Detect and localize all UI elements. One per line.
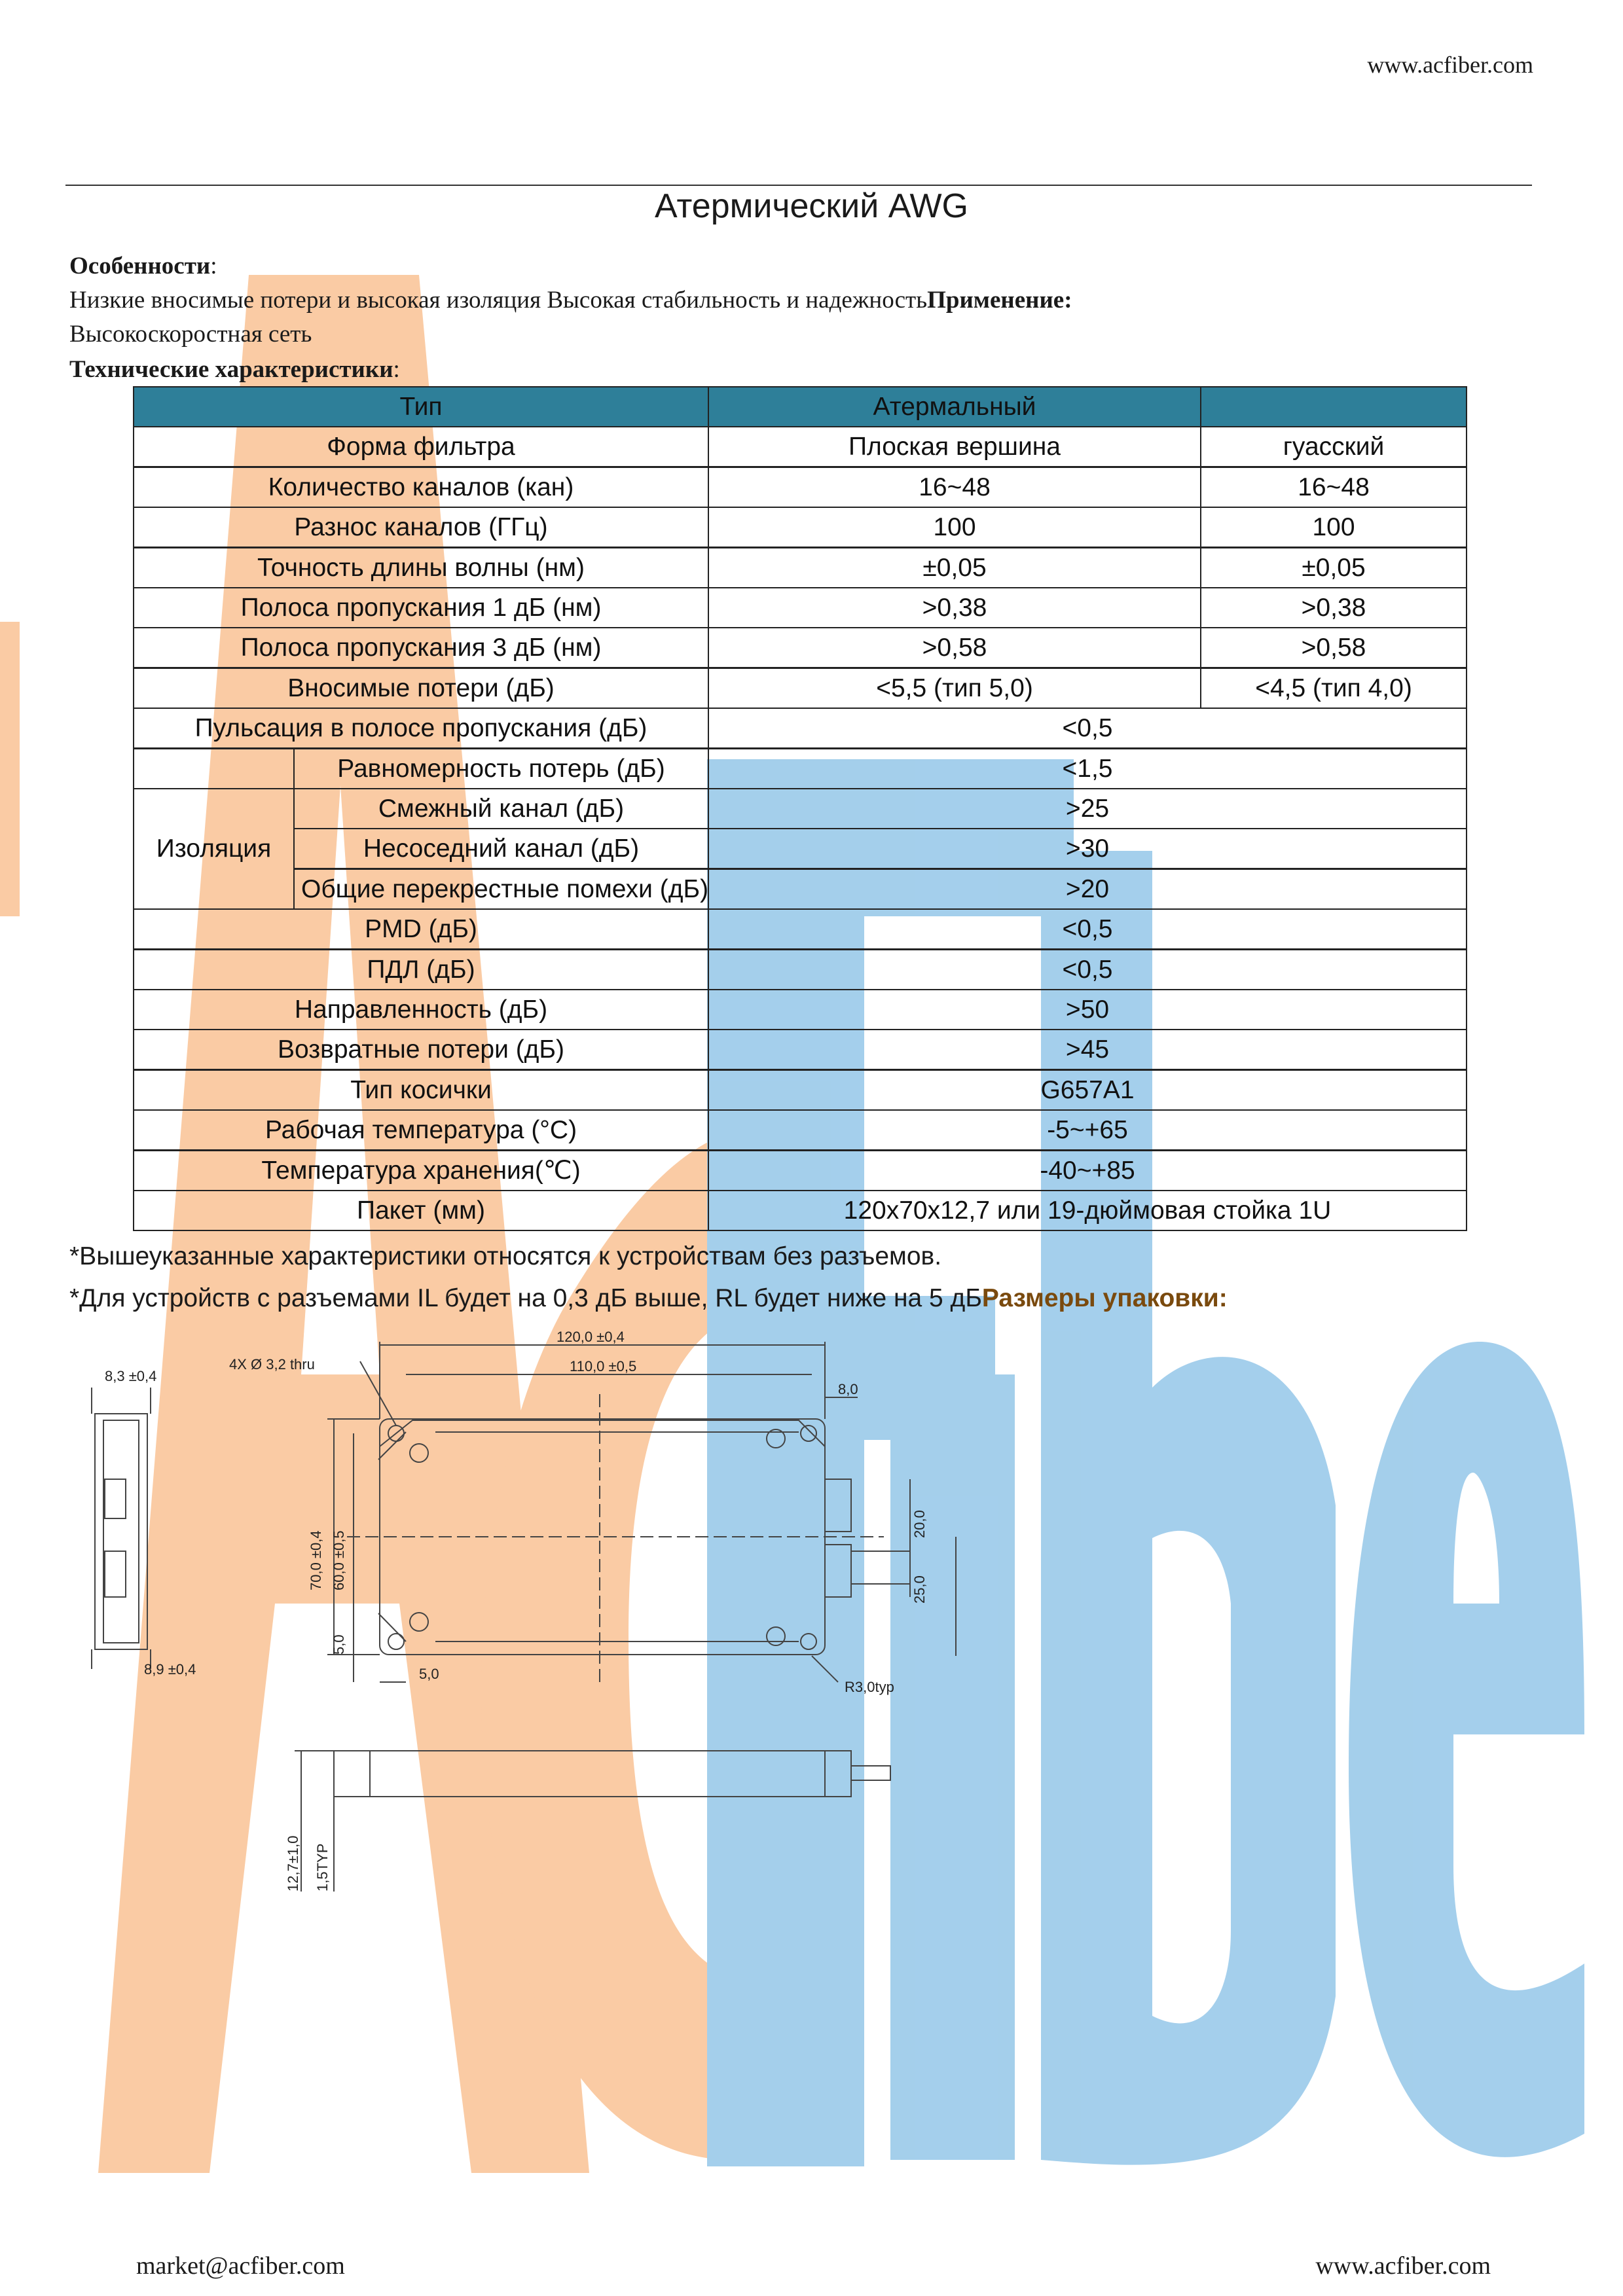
spec-heading: Технические характеристики: [69,356,400,383]
features-heading: Особенности: [69,253,217,279]
table-cell: -5~+65 [708,1109,1467,1151]
dim-right-gap: 8,0 [838,1381,858,1397]
table-header-cell [1200,386,1467,427]
table-row-label: Вносимые потери (дБ) [133,668,709,709]
table-cell: 100 [1200,507,1467,548]
table-row-label: Температура хранения(℃) [133,1150,709,1191]
table-row-label: Полоса пропускания 1 дБ (нм) [133,587,709,628]
dim-thickness: 8,3 ±0,4 [105,1368,156,1384]
table-row-label: Тип косички [133,1069,709,1111]
footer-email: market@acfiber.com [136,2252,345,2280]
dim-side-height: 12,7±1,0 [285,1836,301,1892]
table-cell: <0,5 [708,949,1467,990]
note-no-connector: *Вышеуказанные характеристики относятся … [69,1242,942,1270]
table-row-label: Полоса пропускания 3 дБ (нм) [133,627,709,668]
table-cell: гуасский [1200,426,1467,467]
table-row-label: Форма фильтра [133,426,709,467]
table-cell: >30 [708,828,1467,869]
table-cell: ±0,05 [708,547,1201,588]
fiber-pigtail [850,1551,911,1585]
table-cell: >45 [708,1029,1467,1070]
mount-hole [800,1425,817,1442]
side-view-bottom [333,1750,852,1797]
table-cell: -40~+85 [708,1150,1467,1191]
table-row-label: Направленность (дБ) [133,989,709,1030]
table-cell: >0,38 [708,587,1201,628]
table-row-label: Разнос каналов (ГГц) [133,507,709,548]
table-cell: >25 [708,788,1467,829]
table-cell: <1,5 [708,748,1467,789]
table-row-label: Несоседний канал (дБ) [293,828,709,869]
table-row-label: Смежный канал (дБ) [293,788,709,829]
dim-side-offset: 1,5TYP [314,1844,331,1892]
header-divider [65,185,1532,186]
table-cell: 16~48 [1200,467,1467,508]
table-cell: <5,5 (тип 5,0) [708,668,1201,709]
dim-fiber-upper: 20,0 [911,1510,928,1538]
mount-hole [800,1633,817,1650]
dim-inner-length: 110,0 ±0,5 [570,1358,636,1374]
table-cell: 16~48 [708,467,1201,508]
table-row-label: Возвратные потери (дБ) [133,1029,709,1070]
table-cell: 100 [708,507,1201,548]
table-cell: >0,58 [1200,627,1467,668]
dim-total-length: 120,0 ±0,4 [556,1329,625,1345]
note-connector: *Для устройств с разъемами IL будет на 0… [69,1284,1228,1312]
application-label: Применение: [927,287,1072,314]
table-cell: ±0,05 [1200,547,1467,588]
features-text: Низкие вносимые потери и высокая изоляци… [69,287,1072,314]
table-cell: <4,5 (тип 4,0) [1200,668,1467,709]
dim-height-inner: 60,0 ±0,5 [331,1530,347,1590]
application-text: Высокоскоростная сеть [69,321,312,348]
table-row-label: ПДЛ (дБ) [133,949,709,990]
mount-hole [388,1633,405,1650]
dim-corner-radius: R3,0typ [845,1679,894,1695]
table-cell: <0,5 [708,708,1467,749]
isolation-label: Изоляция [133,788,295,910]
footer-url: www.acfiber.com [1315,2252,1491,2280]
table-row-label: Точность длины волны (нм) [133,547,709,588]
dim-holes: 4X Ø 3,2 thru [229,1356,315,1372]
table-row-label: Равномерность потерь (дБ) [293,748,709,789]
dim-bottom-offset: 5,0 [331,1634,347,1655]
table-cell: >0,58 [708,627,1201,668]
table-cell: <0,5 [708,908,1467,950]
table-row-label: Общие перекрестные помехи (дБ) [293,869,709,910]
table-cell: >20 [708,869,1467,910]
table-cell: >0,38 [1200,587,1467,628]
package-drawing: 120,0 ±0,4 110,0 ±0,5 4X Ø 3,2 thru 8,3 … [91,1329,957,1892]
table-row-label: Количество каналов (кан) [133,467,709,508]
dimensions-label: Размеры упаковки: [981,1284,1228,1312]
header-url: www.acfiber.com [1367,52,1533,78]
dim-height-total: 70,0 ±0,4 [308,1530,324,1590]
dim-fiber-lower: 25,0 [911,1575,928,1604]
table-row-label: Пакет (мм) [133,1190,709,1231]
dim-left-offset: 5,0 [419,1666,439,1682]
watermark-orange-stripe [0,622,20,916]
table-cell-blank [133,748,295,789]
dim-bottom-width: 8,9 ±0,4 [144,1661,196,1677]
table-row-label: Пульсация в полосе пропускания (дБ) [133,708,709,749]
table-cell: G657A1 [708,1069,1467,1111]
side-view-left [94,1413,148,1650]
table-header-cell: Атермальный [708,386,1201,427]
table-cell: 120x70x12,7 или 19-дюймовая стойка 1U [708,1190,1467,1231]
table-cell: >50 [708,989,1467,1030]
page-title: Атермический AWG [655,187,968,225]
table-row-label: Рабочая температура (°C) [133,1109,709,1151]
table-header-cell: Тип [133,386,709,427]
table-row-label: PMD (дБ) [133,908,709,950]
table-cell: Плоская вершина [708,426,1201,467]
watermark-blue-e [1349,1342,1584,2157]
